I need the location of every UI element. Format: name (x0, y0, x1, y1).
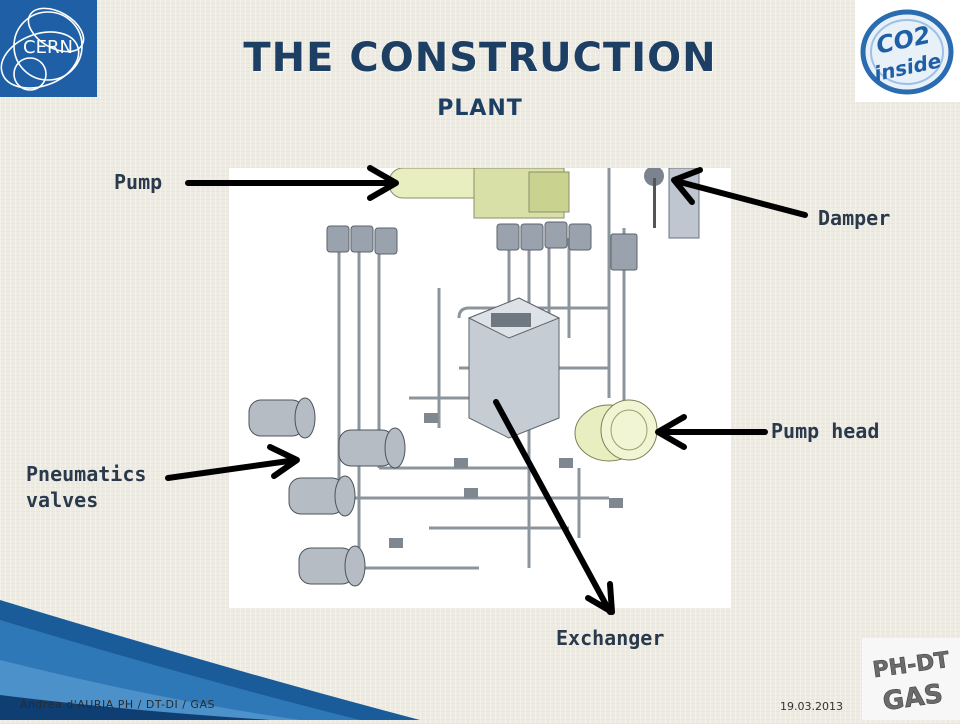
pump-arrowhead (367, 165, 399, 201)
label-exchanger: Exchanger (556, 626, 665, 650)
plant-diagram (229, 168, 731, 608)
pump-head-arrowhead (655, 414, 687, 450)
footer-author: Andrea d'AURIA PH / DT-DI / GAS (20, 698, 215, 711)
page-subtitle: PLANT (437, 96, 523, 121)
pump-head (574, 399, 658, 462)
exchanger-arrow (493, 399, 613, 615)
damper-arrow (673, 178, 808, 218)
pneumatics-arrowhead (267, 444, 300, 479)
label-pump: Pump (114, 170, 163, 194)
damper-arrowhead (671, 167, 703, 205)
footer-wave (0, 600, 420, 720)
heat-exchanger (467, 297, 561, 439)
footer-date: 19.03.2013 (780, 700, 843, 713)
label-pneumatics-valves: Pneumatics valves (26, 462, 147, 512)
label-pump-head: Pump head (771, 419, 880, 443)
label-damper: Damper (818, 206, 891, 230)
cern-logo-text: CERN (23, 37, 73, 58)
co2-inside-logo: CO2 inside (855, 0, 960, 102)
ph-dt-gas-logo: PH-DT GAS (862, 638, 960, 720)
exchanger-arrowhead (585, 581, 615, 615)
page-title: THE CONSTRUCTION (243, 35, 717, 81)
cern-logo: CERN (0, 0, 97, 97)
pump-motor (388, 168, 570, 219)
pneumatics-arrow (165, 457, 299, 481)
